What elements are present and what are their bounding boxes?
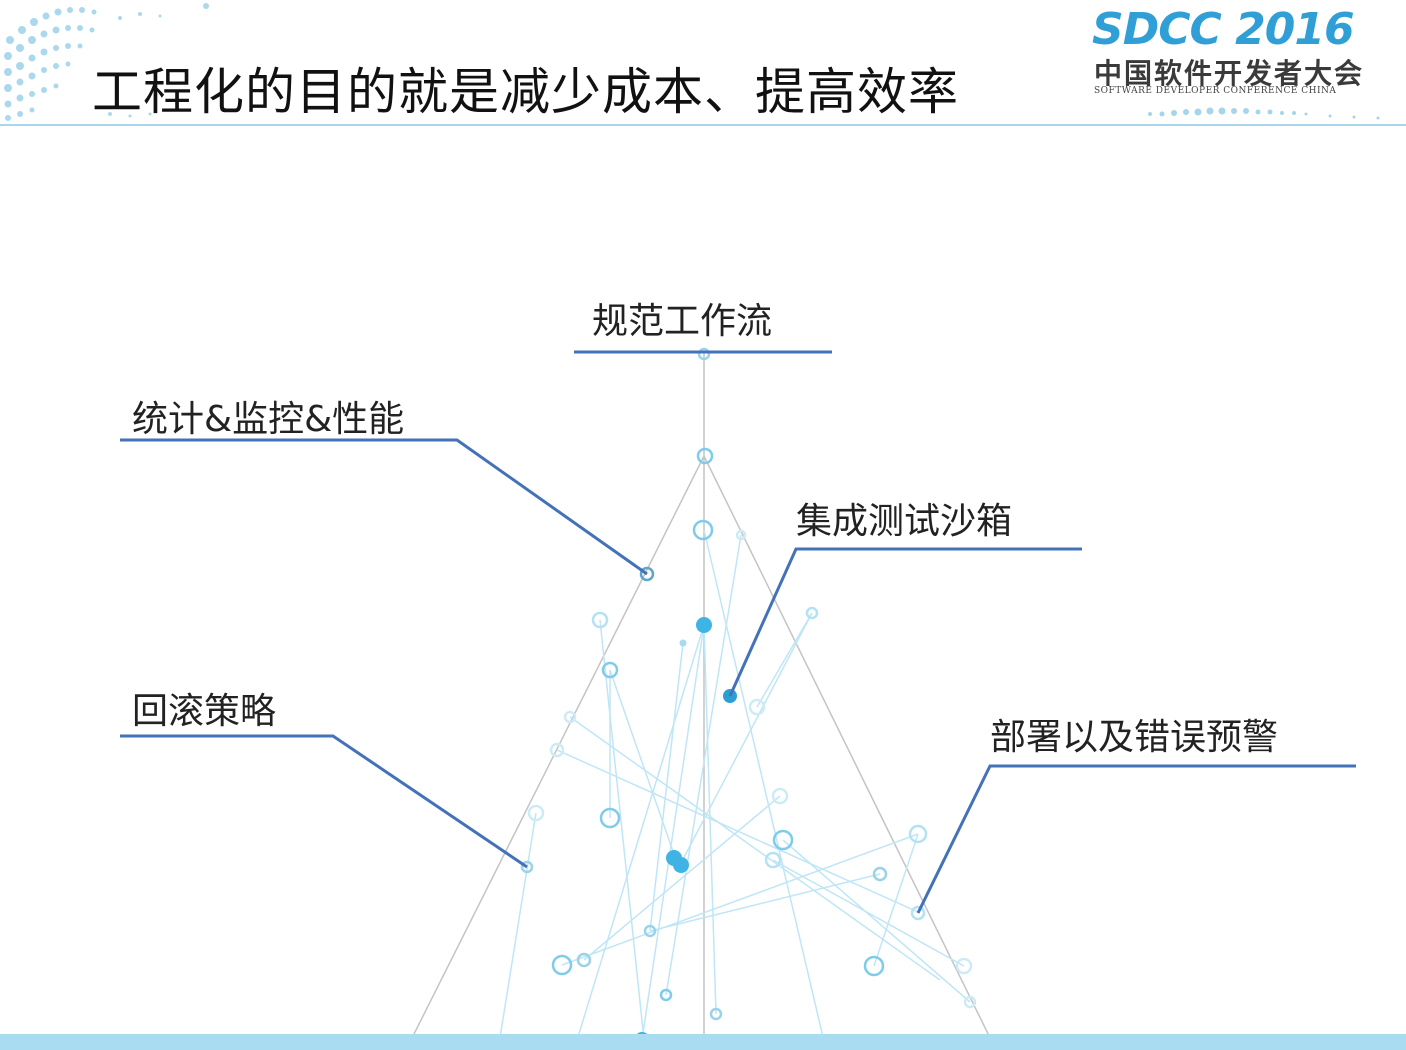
- callout-line-rollback: [120, 734, 528, 869]
- callout-lines: [120, 350, 1356, 914]
- callout-line-stats: [120, 438, 648, 576]
- slide-header: 工程化的目的就是减少成本、提高效率 SDCC 2016 中国软件开发者大会 SO…: [0, 0, 1406, 126]
- sdcc-logo-english: SOFTWARE DEVELOPER CONFERENCE CHINA: [1094, 86, 1337, 96]
- network-nodes: [520, 347, 977, 1021]
- sdcc-logo: SDCC 2016: [1092, 4, 1355, 55]
- network-lines: [497, 529, 971, 1050]
- callout-line-deploy: [916, 764, 1356, 914]
- label-integration-sandbox: 集成测试沙箱: [796, 501, 1013, 542]
- slide-title: 工程化的目的就是减少成本、提高效率: [92, 63, 959, 121]
- sdcc-logo-subtitle: 中国软件开发者大会: [1094, 57, 1365, 90]
- pyramid-outline: [405, 352, 997, 1050]
- footer-bar: [0, 1034, 1406, 1050]
- network-nodes-filled: [634, 617, 737, 1048]
- label-workflow: 规范工作流: [592, 301, 773, 342]
- label-stats-monitoring: 统计&监控&性能: [132, 399, 405, 440]
- label-deploy-alert: 部署以及错误预警: [990, 717, 1279, 758]
- callout-line-sandbox: [728, 547, 1082, 697]
- label-rollback: 回滚策略: [132, 691, 277, 732]
- decorative-dots-right: [1148, 107, 1380, 120]
- decorative-dots-left: [4, 3, 209, 121]
